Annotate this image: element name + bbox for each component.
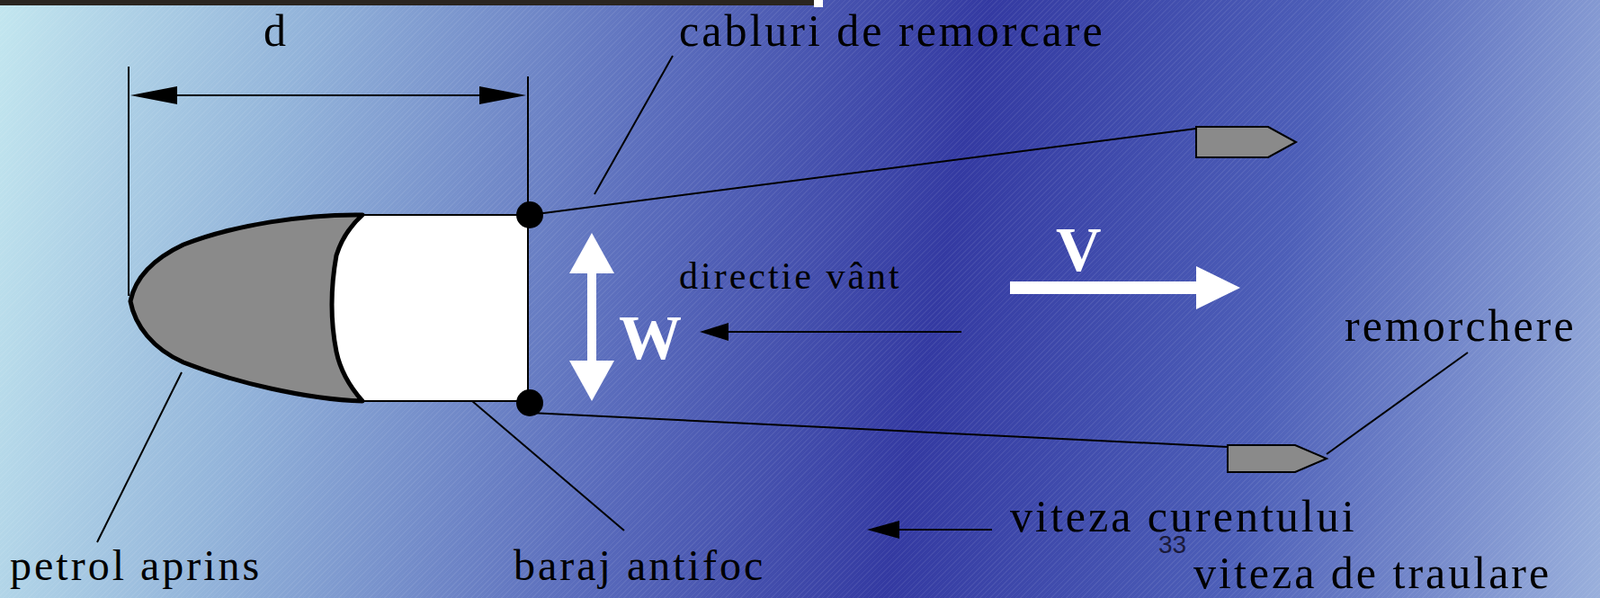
speed-label: viteza de traulare: [1193, 550, 1552, 596]
label-anchor: directie vânt: [679, 257, 903, 295]
wind-label: directie vânt: [679, 257, 903, 295]
burning-oil: [130, 214, 363, 402]
label-anchor: cabluri de remorcare: [679, 8, 1106, 54]
boom-area: [331, 214, 528, 402]
label-anchor: viteza de traulare: [1193, 550, 1552, 596]
callout-label: cabluri de remorcare: [679, 8, 1106, 54]
tugboat: [1196, 126, 1297, 158]
leader-line: [594, 55, 673, 195]
dimension-arrowhead: [479, 86, 527, 105]
tow-cable: [529, 128, 1197, 215]
leader-line: [97, 372, 182, 543]
width-symbol: W: [618, 306, 682, 370]
tow-cable: [529, 412, 1228, 447]
label-anchor: d: [263, 8, 287, 54]
tugboat: [1227, 445, 1327, 473]
wind-arrowhead: [699, 322, 729, 341]
current-arrow: [890, 528, 993, 531]
speed-symbol: V: [1055, 218, 1102, 282]
label-anchor: V: [1055, 218, 1102, 282]
dimension-extension: [127, 66, 130, 296]
photo-strip: [0, 0, 814, 6]
wind-arrow: [719, 330, 962, 333]
label-anchor: 33: [1158, 532, 1187, 558]
slide-number: 33: [1158, 532, 1187, 558]
dimension-line: [170, 94, 486, 97]
callout-label: remorchere: [1344, 303, 1577, 349]
speed-arrow-shaft: [1010, 281, 1204, 295]
width-arrow-shaft: [587, 269, 597, 365]
label-anchor: remorchere: [1344, 303, 1577, 349]
leader-line: [472, 401, 625, 531]
speed-arrowhead: [1196, 266, 1241, 310]
width-arrowhead: [569, 360, 615, 402]
cable-joint: [516, 389, 544, 417]
leader-line: [1326, 352, 1468, 455]
label-anchor: petrol aprins: [9, 544, 262, 588]
photo-border: [813, 0, 823, 8]
callout-label: baraj antifoc: [513, 544, 766, 588]
dimension-arrowhead: [130, 86, 178, 105]
label-anchor: baraj antifoc: [513, 544, 766, 588]
dimension-label: d: [263, 8, 287, 54]
callout-label: petrol aprins: [9, 544, 262, 588]
label-anchor: W: [618, 306, 682, 370]
cable-joint: [516, 201, 544, 229]
current-arrowhead: [867, 520, 900, 539]
width-arrowhead: [569, 232, 615, 274]
